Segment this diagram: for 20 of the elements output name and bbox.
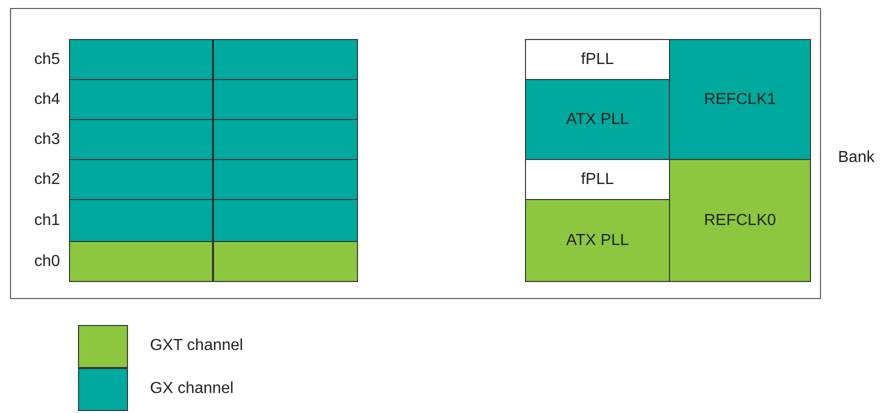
pll-block [669,39,811,160]
block-label: fPLL [581,50,614,68]
channel-label: ch0 [34,252,60,270]
channel-label: ch4 [34,90,60,108]
channel-label: ch2 [34,170,60,188]
pll-block [525,199,670,282]
channel-label: ch5 [34,50,60,68]
bank-label: Bank [838,149,874,167]
pll-block [525,39,670,80]
block-label: ATX PLL [566,232,629,250]
channel-label: ch1 [34,212,60,230]
legend-label: GXT channel [150,337,244,355]
block-label: REFCLK1 [704,90,776,108]
channel-label: ch3 [34,130,60,148]
pll-block [669,159,811,282]
block-label: REFCLK0 [704,212,776,230]
legend-label: GX channel [150,380,234,398]
block-label: fPLL [581,170,614,188]
block-label: ATX PLL [566,110,629,128]
pll-block [525,79,670,160]
